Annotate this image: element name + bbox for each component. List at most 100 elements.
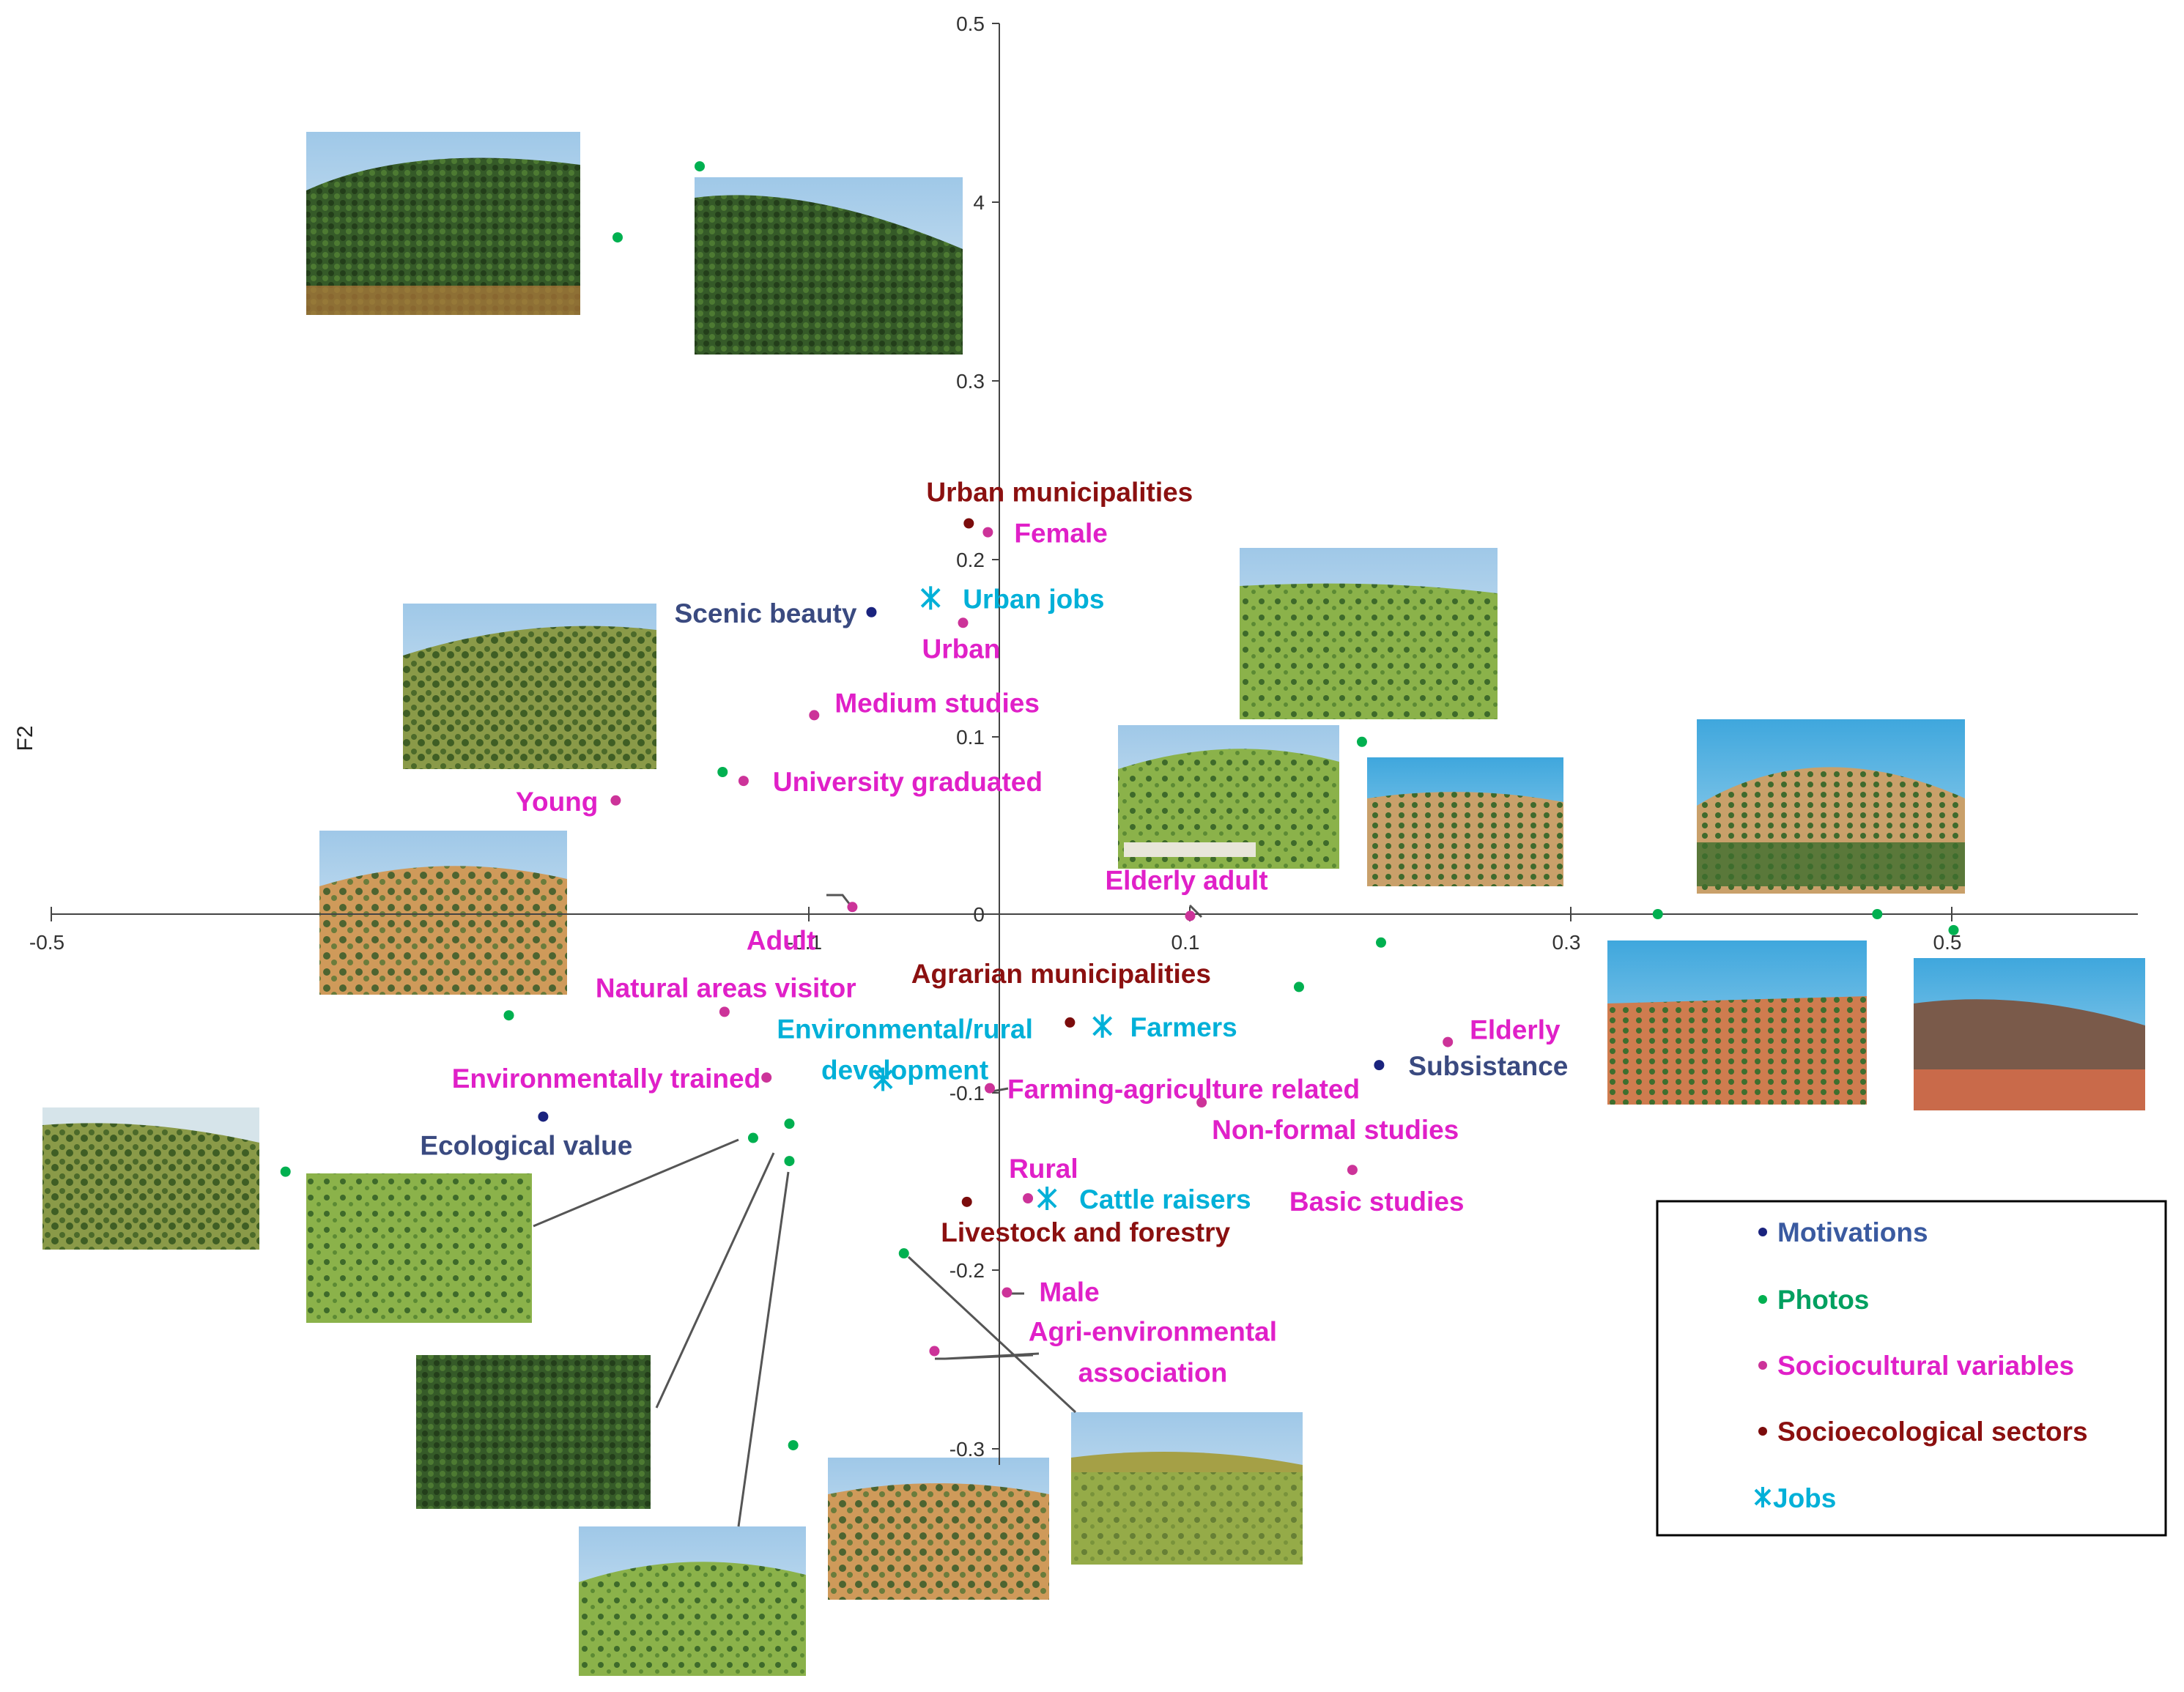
y-tick-label: -0.1: [950, 1082, 985, 1105]
point-label: Environmentally trained: [452, 1064, 761, 1094]
point-label: Medium studies: [834, 688, 1040, 718]
data-point: [784, 1156, 795, 1167]
y-tick-label: -0.3: [950, 1438, 985, 1461]
data-point: [719, 1006, 730, 1017]
point-label: Adult: [747, 925, 816, 955]
data-point: [809, 710, 820, 721]
data-points: [280, 161, 1959, 1451]
point-label: Farmers: [1130, 1012, 1237, 1042]
data-point: [866, 606, 877, 617]
point-label: Urban: [922, 634, 1001, 664]
y-tick-label: -0.2: [950, 1259, 985, 1282]
point-label: Elderly: [1470, 1015, 1561, 1045]
photo-thumbnail: [695, 177, 963, 355]
data-point: [695, 161, 706, 172]
data-point: [747, 1132, 758, 1143]
y-tick-label: 0.2: [956, 549, 985, 571]
y-tick-label: 4: [973, 191, 985, 214]
data-point: [503, 1010, 514, 1021]
data-point: [958, 617, 969, 628]
data-point: [1872, 909, 1883, 919]
point-label: Ecological value: [420, 1130, 632, 1160]
x-tick-label: 0.5: [1933, 931, 1962, 954]
data-point: [1376, 937, 1386, 948]
data-point: [1347, 1165, 1358, 1176]
point-label: Urban jobs: [963, 584, 1104, 614]
point-label: Natural areas visitor: [596, 973, 856, 1003]
leader-line: [1188, 904, 1203, 919]
data-point: [1374, 1060, 1385, 1071]
data-point: [1652, 909, 1663, 919]
x-tick-label: 0.3: [1552, 931, 1581, 954]
data-point: [538, 1111, 549, 1122]
point-label: Scenic beauty: [675, 598, 857, 628]
legend-marker-photos: [1758, 1295, 1767, 1304]
data-point: [873, 1067, 893, 1091]
data-point: [982, 527, 993, 538]
data-point: [612, 232, 623, 243]
photo-thumbnail: [306, 1173, 532, 1323]
data-point: [961, 1196, 972, 1207]
data-point: [717, 767, 728, 777]
data-point: [738, 776, 749, 787]
legend-item-photos: Photos: [1777, 1285, 1869, 1315]
point-label: University graduated: [773, 767, 1043, 797]
leader-line: [533, 1138, 739, 1228]
legend-marker-motivations: [1758, 1228, 1767, 1236]
data-point: [920, 586, 941, 610]
landscape-photos: [42, 132, 2145, 1676]
legend-item-sociocultural: Sociocultural variables: [1777, 1351, 2074, 1381]
photo-thumbnail: [1697, 719, 1965, 894]
data-point: [610, 795, 621, 806]
point-label: Elderly adult: [1106, 865, 1268, 895]
photo-thumbnail: [306, 132, 580, 315]
point-label: Non-formal studies: [1212, 1115, 1459, 1145]
point-label: Farming-agriculture related: [1007, 1075, 1360, 1105]
data-point: [898, 1248, 909, 1259]
leader-line: [907, 1255, 1077, 1414]
photo-thumbnail: [319, 831, 567, 995]
legend-marker-jobs: [1754, 1487, 1772, 1507]
data-point: [1002, 1287, 1013, 1298]
point-label: Basic studies: [1289, 1187, 1465, 1217]
photo-thumbnail: [1118, 725, 1339, 869]
x-tick-label: -0.5: [29, 931, 64, 954]
y-tick-label: 0.1: [956, 726, 985, 749]
data-point: [1185, 910, 1196, 921]
point-label: Cattle raisers: [1079, 1184, 1251, 1214]
data-point: [788, 1440, 799, 1451]
legend-item-jobs: Jobs: [1773, 1483, 1836, 1513]
data-point: [929, 1346, 940, 1357]
data-point: [784, 1118, 795, 1129]
point-label: Livestock and forestry: [941, 1217, 1230, 1247]
data-point: [1196, 1097, 1207, 1108]
photo-thumbnail: [416, 1355, 651, 1509]
point-label: Female: [1014, 519, 1108, 549]
x-tick-label: 0.1: [1171, 931, 1200, 954]
point-label: Male: [1039, 1277, 1099, 1307]
photo-thumbnail: [1914, 958, 2145, 1110]
point-label: Subsistance: [1408, 1051, 1568, 1081]
x-tick-label: -0.1: [787, 931, 822, 954]
data-point: [1092, 1014, 1113, 1038]
legend: Motivations Photos Sociocultural variabl…: [1656, 1200, 2167, 1537]
data-point: [1356, 736, 1367, 747]
data-point: [963, 518, 974, 529]
axes: [51, 23, 2138, 1465]
data-point: [1443, 1036, 1454, 1047]
legend-marker-socioecological: [1758, 1427, 1767, 1436]
photo-thumbnail: [1071, 1412, 1303, 1565]
leader-line: [737, 1171, 790, 1527]
photo-thumbnail: [828, 1458, 1049, 1600]
leader-line: [655, 1152, 775, 1409]
point-label: Urban municipalities: [926, 478, 1193, 508]
legend-item-motivations: Motivations: [1777, 1217, 1928, 1247]
data-point: [1023, 1193, 1034, 1203]
leader-lines: [533, 894, 1203, 1527]
photo-thumbnail: [579, 1526, 806, 1676]
data-point: [1948, 924, 1959, 935]
